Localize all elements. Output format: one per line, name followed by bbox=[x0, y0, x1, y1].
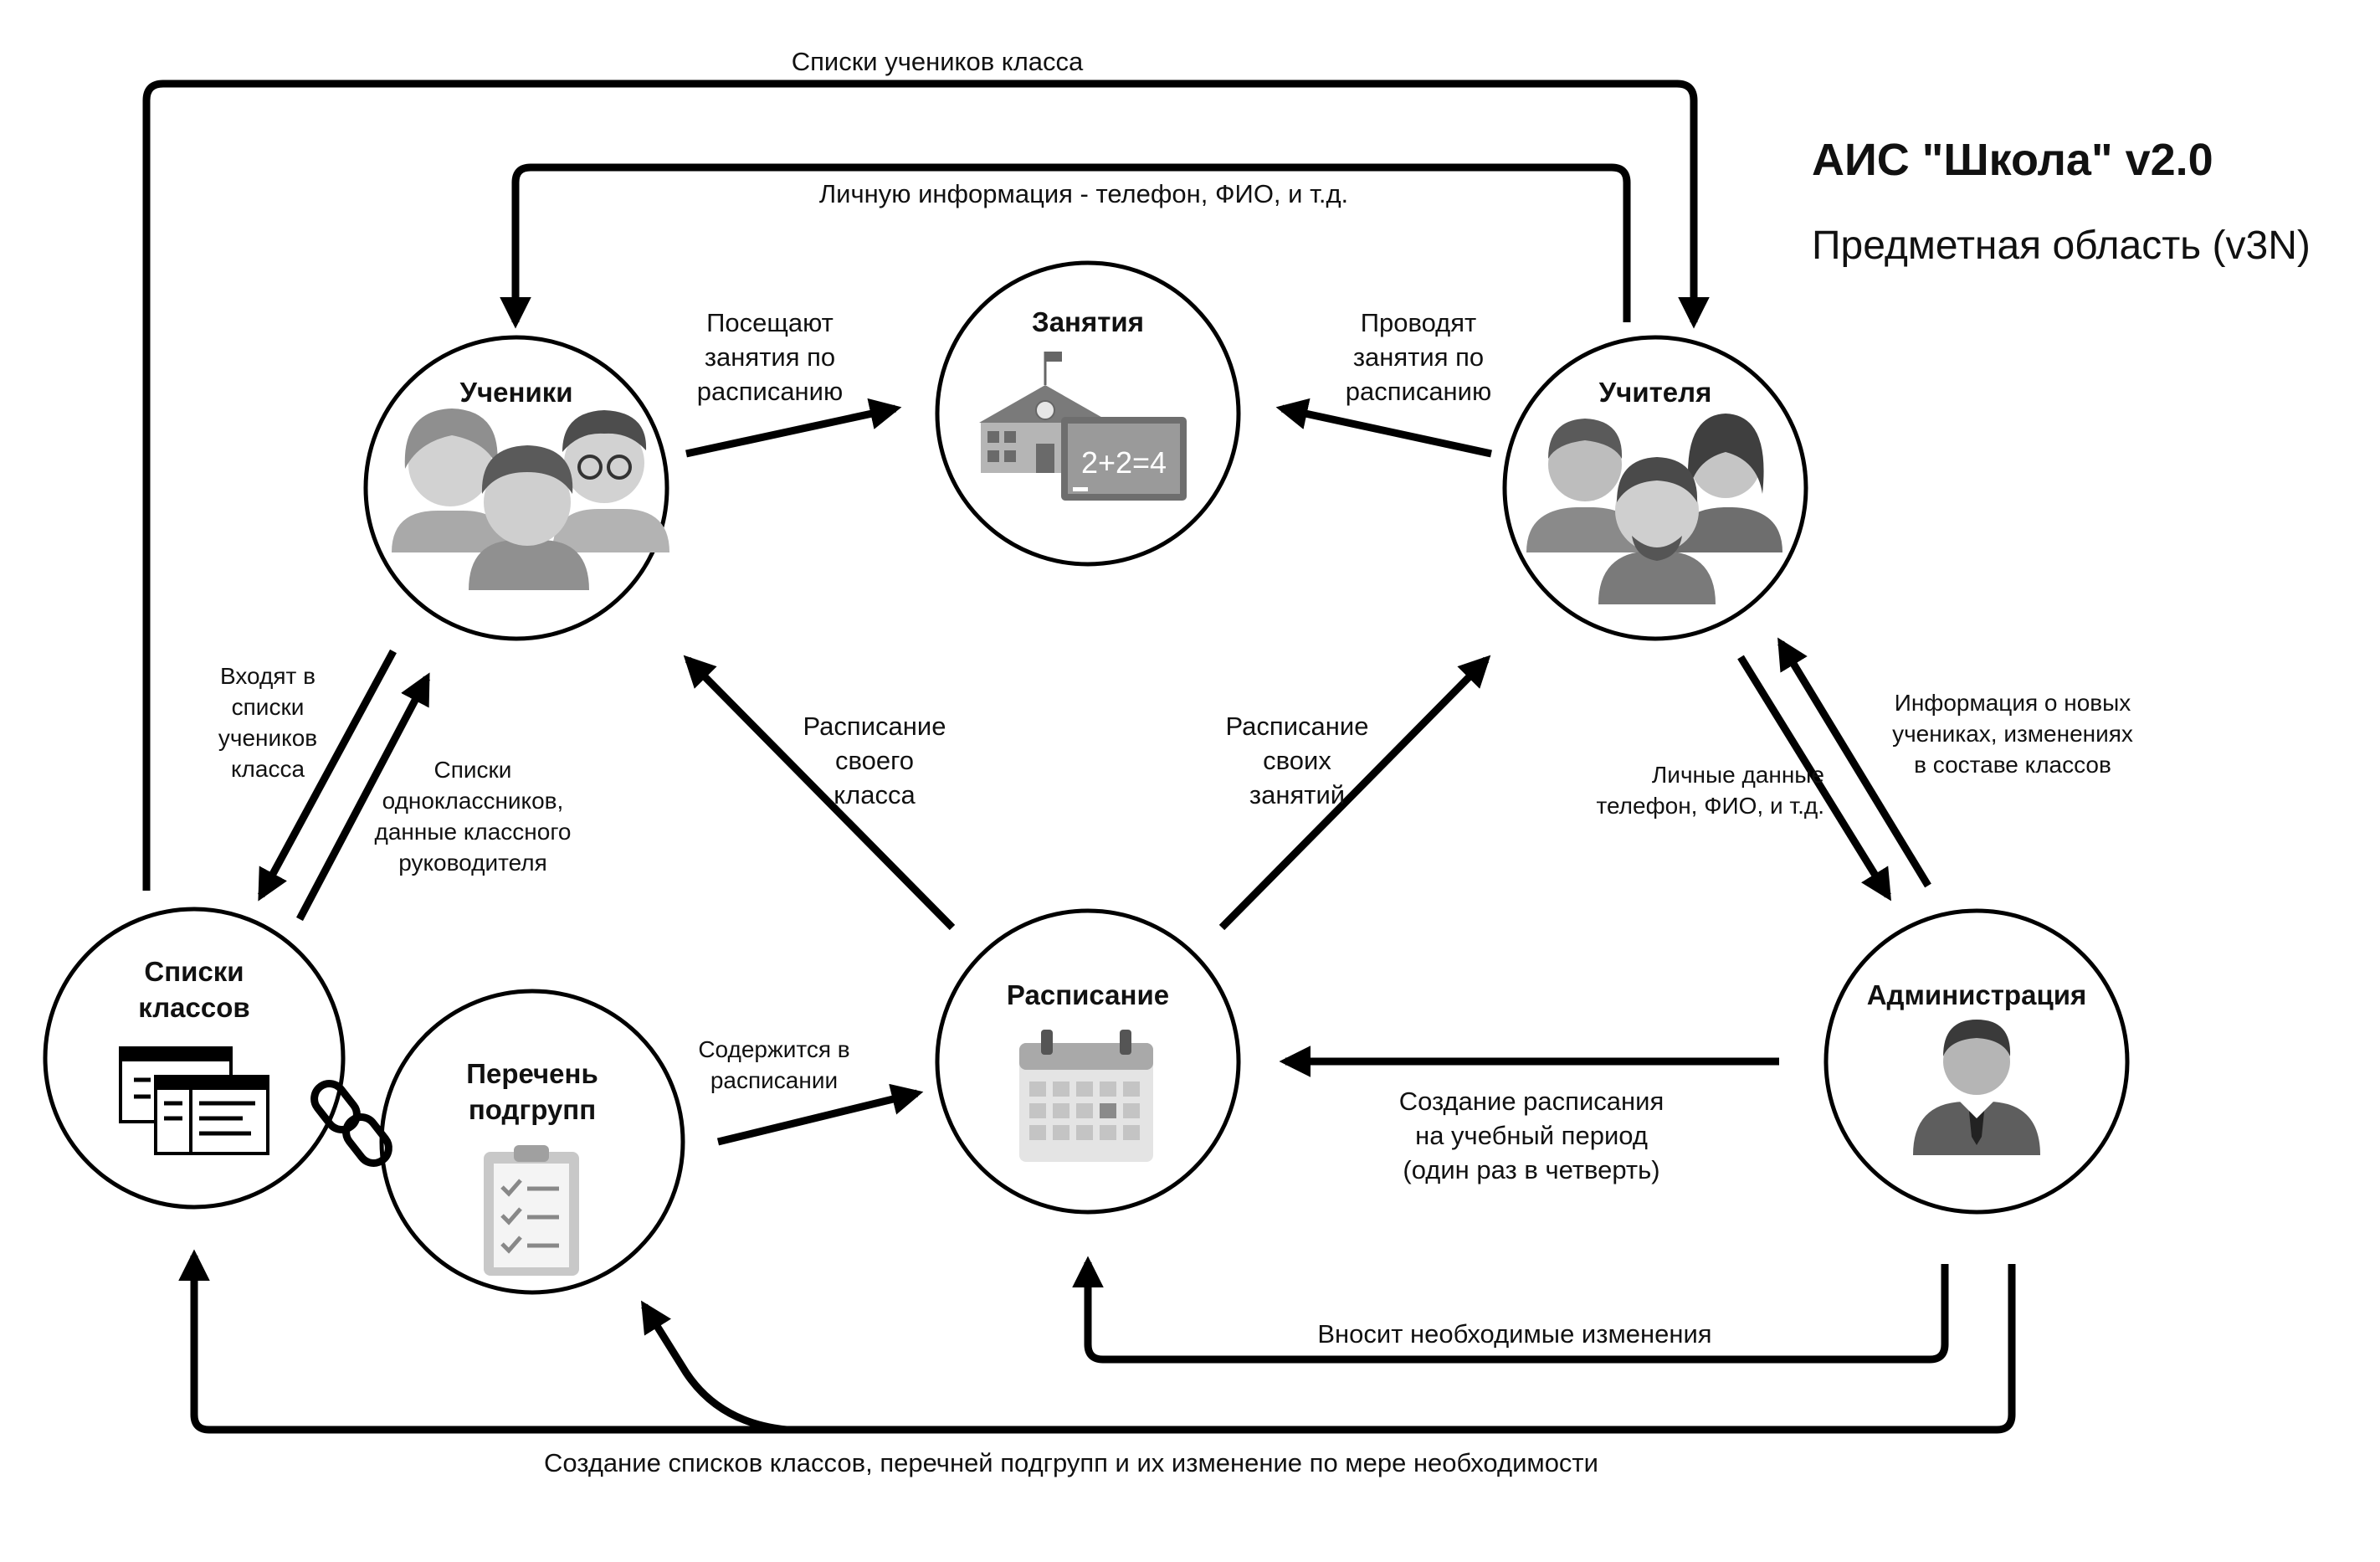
node-title-administration: Администрация bbox=[1866, 979, 2087, 1010]
edge-makes-changes bbox=[1072, 1256, 1949, 1364]
edge-class-schedule bbox=[683, 655, 956, 931]
node-title-schedule: Расписание bbox=[1006, 979, 1170, 1010]
edge-included-in-lists bbox=[258, 649, 397, 902]
node-title-lessons: Занятия bbox=[1032, 306, 1144, 337]
edge-new-students-info bbox=[1777, 637, 1931, 888]
label-conduct-lessons: Проводят занятия по расписанию bbox=[1345, 308, 1492, 406]
label-attend-lessons: Посещают занятия по расписанию bbox=[696, 308, 844, 406]
node-title-class-lists: Списки классов bbox=[138, 956, 250, 1023]
label-personal-data: Личные данные телефон, ФИО, и т.д. bbox=[1596, 762, 1824, 819]
school-blackboard-icon: 2+2=4 bbox=[979, 352, 1187, 501]
label-contained-in-schedule: Содержится в расписании bbox=[698, 1036, 850, 1093]
label-personal-info: Личную информация - телефон, ФИО, и т.д. bbox=[818, 179, 1349, 208]
edge-personal-data bbox=[1737, 655, 1891, 902]
diagram-title: АИС "Школа" v2.0 bbox=[1812, 135, 2213, 185]
edge-create-subgroups bbox=[640, 1300, 787, 1434]
class-list-windows-icon bbox=[119, 1046, 269, 1155]
teachers-group-icon bbox=[1526, 414, 1782, 604]
edge-conduct-lessons bbox=[1275, 398, 1492, 458]
edge-classmates-lists bbox=[296, 672, 430, 922]
clipboard-checklist-icon bbox=[484, 1145, 579, 1276]
edge-personal-info bbox=[500, 163, 1631, 329]
label-new-students-info: Информация о новых учениках, изменениях … bbox=[1892, 690, 2133, 778]
label-top-class-lists: Списки учеников класса bbox=[791, 47, 1084, 76]
node-title-teachers: Учителя bbox=[1598, 377, 1712, 408]
edge-contained-in-schedule bbox=[716, 1083, 924, 1146]
subgroups-node bbox=[379, 989, 685, 1295]
calendar-icon bbox=[1019, 1030, 1153, 1162]
chain-link-icon bbox=[310, 1080, 392, 1167]
label-create-lists: Создание списков классов, перечней подгр… bbox=[544, 1448, 1598, 1477]
label-create-schedule: Создание расписания на учебный период (о… bbox=[1398, 1087, 1664, 1184]
edge-create-lists bbox=[178, 1249, 2016, 1434]
label-classmates-lists: Списки одноклассников, данные классного … bbox=[374, 757, 572, 876]
label-makes-changes: Вносит необходимые изменения bbox=[1317, 1319, 1712, 1349]
edge-own-schedule bbox=[1218, 655, 1491, 931]
label-included-in-lists: Входят в списки учеников класса bbox=[218, 663, 318, 782]
edge-attend-lessons bbox=[685, 398, 902, 458]
blackboard-text: 2+2=4 bbox=[1081, 445, 1167, 480]
students-group-icon bbox=[392, 408, 669, 590]
administrator-icon bbox=[1913, 1020, 2040, 1155]
node-title-students: Ученики bbox=[459, 377, 573, 408]
label-class-schedule: Расписание своего класса bbox=[803, 712, 946, 809]
node-title-subgroups: Перечень подгрупп bbox=[466, 1058, 598, 1125]
label-own-schedule: Расписание своих занятий bbox=[1225, 712, 1369, 809]
edge-top-class-lists bbox=[142, 80, 1710, 891]
diagram-subtitle: Предметная область (v3N) bbox=[1812, 224, 2311, 268]
